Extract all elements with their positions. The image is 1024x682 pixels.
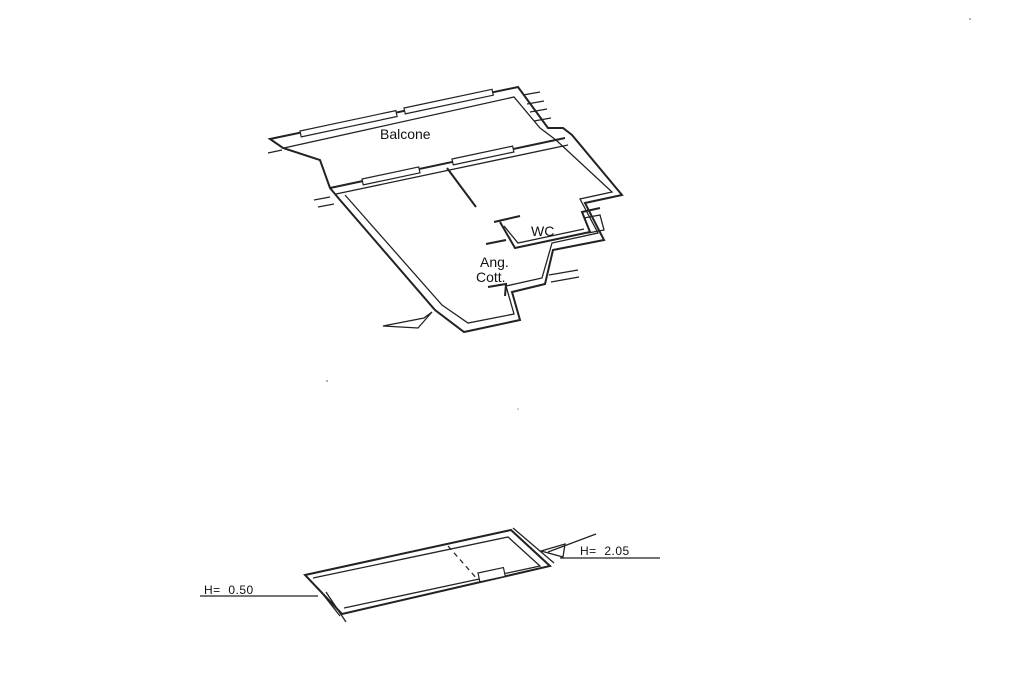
window-3 bbox=[361, 166, 421, 186]
kitchen-wall bbox=[485, 239, 508, 297]
loft-right-edge bbox=[512, 527, 555, 564]
window-1 bbox=[299, 109, 398, 138]
room-label-wc: WC bbox=[531, 223, 554, 239]
loft-hatch bbox=[477, 566, 507, 583]
balcony-wall-inner bbox=[335, 144, 569, 195]
section-marker-left bbox=[382, 311, 433, 329]
kitchen-right-wall bbox=[548, 269, 580, 283]
left-wall-ticks bbox=[267, 149, 335, 208]
outer-wall bbox=[267, 85, 624, 334]
inner-wall bbox=[283, 96, 614, 324]
window-4 bbox=[451, 145, 515, 166]
loft-dashed-divider bbox=[447, 545, 479, 581]
height-marker-left-line bbox=[200, 587, 347, 623]
balcony-side-mark bbox=[522, 91, 552, 122]
room-label-ang: Ang. bbox=[480, 254, 509, 270]
scan-speck bbox=[517, 408, 519, 410]
wc-door-mark bbox=[583, 214, 605, 234]
height-label-right: H= 2.05 bbox=[580, 544, 630, 558]
loft-plan: H= 0.50 H= 2.05 bbox=[200, 527, 660, 623]
wc-inner bbox=[503, 225, 585, 244]
partition-wall bbox=[446, 167, 477, 208]
scan-speck bbox=[326, 380, 328, 382]
loft-inner-wall bbox=[312, 536, 542, 609]
height-marker-right-line bbox=[538, 533, 660, 559]
room-label-balcone: Balcone bbox=[380, 126, 431, 142]
room-label-cott: Cott. bbox=[476, 269, 506, 285]
scan-speck bbox=[969, 18, 971, 20]
height-label-left: H= 0.50 bbox=[204, 583, 254, 597]
loft-outer-wall bbox=[303, 528, 553, 616]
apartment-plan: Balcone WC Ang. Cott. bbox=[267, 85, 624, 334]
window-2 bbox=[403, 88, 494, 115]
